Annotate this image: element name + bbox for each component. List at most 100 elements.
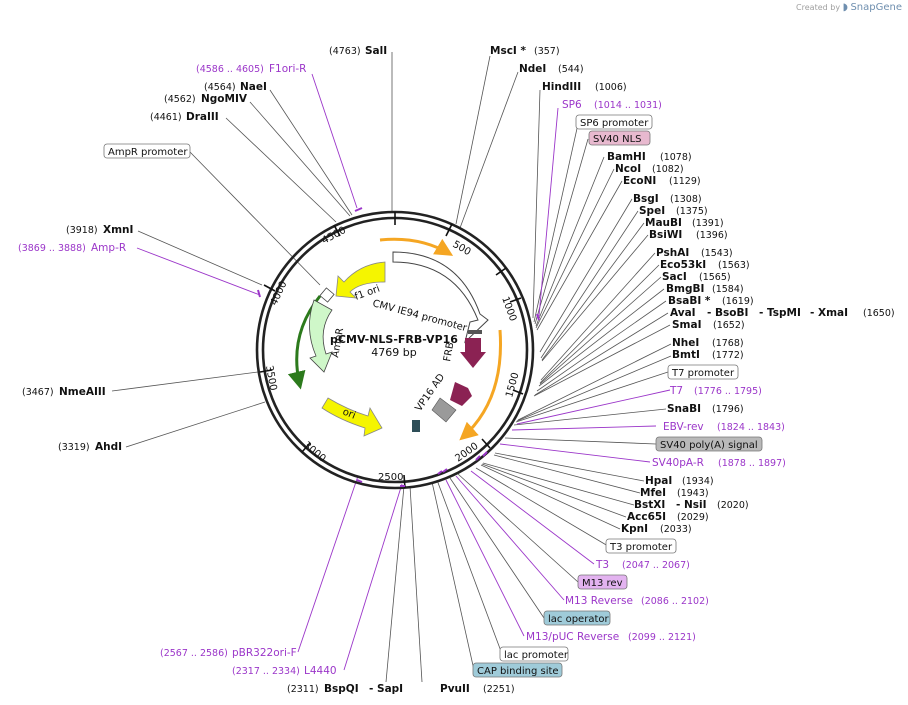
enzyme-ncoi[interactable]: NcoI xyxy=(615,163,641,175)
primer-sv40pa-r[interactable]: SV40pA-R xyxy=(652,457,704,469)
box-sp6-promoter[interactable]: SP6 promoter xyxy=(575,114,653,130)
enzyme-kpni-pos: (2033) xyxy=(660,524,692,535)
enzyme-bamhi-pos: (1078) xyxy=(660,152,692,163)
enzyme-bsobi[interactable]: - BsoBI xyxy=(707,307,748,319)
enzyme-hpai[interactable]: HpaI xyxy=(645,475,672,487)
enzyme-bmti[interactable]: BmtI xyxy=(672,349,700,361)
primer-ebv-rev-range: (1824 .. 1843) xyxy=(717,422,785,433)
enzyme-ncoi-pos: (1082) xyxy=(652,164,684,175)
snapgene-credit: Created by ◗ SnapGene xyxy=(796,2,902,13)
enzyme-xmni[interactable]: XmnI xyxy=(103,224,133,236)
box-t3-promoter-text: T3 promoter xyxy=(609,542,673,553)
enzyme-bmgbi[interactable]: BmgBI xyxy=(666,283,704,295)
enzyme-eco53ki-pos: (1563) xyxy=(718,260,750,271)
primer-m13-puc-reverse[interactable]: M13/pUC Reverse xyxy=(526,631,619,643)
box-t3-promoter[interactable]: T3 promoter xyxy=(605,538,677,554)
enzyme-ndei-pos: (544) xyxy=(558,64,584,75)
orange-arrow-top xyxy=(379,237,454,256)
box-sv40-nls[interactable]: SV40 NLS xyxy=(588,130,651,146)
ori-arrow xyxy=(321,397,383,437)
feature-frb-label: FRB xyxy=(442,341,456,362)
enzyme-ndei[interactable]: NdeI xyxy=(519,63,546,75)
enzyme-xmai[interactable]: - XmaI xyxy=(810,307,848,319)
enzyme-nmeaiii[interactable]: NmeAIII xyxy=(59,386,106,398)
primer-leaders xyxy=(136,73,671,671)
snapgene-logo-icon: ◗ xyxy=(842,2,848,13)
credit-brand: SnapGene xyxy=(850,2,902,13)
ampr-promoter-mark xyxy=(319,287,335,303)
enzyme-snabi[interactable]: SnaBI xyxy=(667,403,701,415)
primer-t3[interactable]: T3 xyxy=(595,559,609,571)
enzyme-bsgi-pos: (1308) xyxy=(670,194,702,205)
enzyme-ahdi[interactable]: AhdI xyxy=(95,441,122,453)
primer-amp-r[interactable]: Amp-R xyxy=(91,242,126,254)
enzyme-bsiwi[interactable]: BsiWI xyxy=(649,229,682,241)
box-lac-promoter[interactable]: lac promoter xyxy=(499,646,569,662)
enzyme-bspqi-pos: (2311) xyxy=(287,684,319,695)
tick-label-3500: 3500 xyxy=(263,365,278,392)
box-cap-binding-site[interactable]: CAP binding site xyxy=(472,662,563,678)
orange-arrow-right xyxy=(459,329,502,441)
enzyme-tspmi[interactable]: - TspMI xyxy=(759,307,801,319)
enzyme-hindiii[interactable]: HindIII xyxy=(542,81,581,93)
enzyme-nsii[interactable]: - NsiI xyxy=(676,499,707,511)
box-ampr-promoter[interactable]: AmpR promoter xyxy=(103,143,191,159)
enzyme-msci[interactable]: MscI * xyxy=(490,45,526,57)
box-lac-operator[interactable]: lac operator xyxy=(543,610,611,626)
enzyme-sali-pos: (4763) xyxy=(329,46,361,57)
enzyme-spei[interactable]: SpeI xyxy=(639,205,665,217)
primer-t7[interactable]: T7 xyxy=(669,385,683,397)
enzyme-xmni-pos: (3918) xyxy=(66,225,98,236)
primer-amp-r-range: (3869 .. 3888) xyxy=(18,243,86,254)
enzyme-kpni[interactable]: KpnI xyxy=(621,523,648,535)
box-cap-binding-site-text: CAP binding site xyxy=(477,666,559,677)
enzyme-draiii[interactable]: DraIII xyxy=(186,111,219,123)
enzyme-saci[interactable]: SacI xyxy=(662,271,687,283)
enzyme-bsiwi-pos: (1396) xyxy=(696,230,728,241)
box-sv40-nls-text: SV40 NLS xyxy=(593,134,642,145)
enzyme-avai[interactable]: AvaI xyxy=(670,307,696,319)
enzyme-bspqi[interactable]: BspQI xyxy=(324,683,359,695)
primer-l4440[interactable]: L4440 xyxy=(304,665,337,677)
box-sv40-polya[interactable]: SV40 poly(A) signal xyxy=(655,436,763,452)
enzyme-sapi[interactable]: - SapI xyxy=(369,683,403,695)
primer-m13-reverse[interactable]: M13 Reverse xyxy=(565,595,633,607)
enzyme-spei-pos: (1375) xyxy=(676,206,708,217)
primer-sp6[interactable]: SP6 xyxy=(562,99,582,111)
enzyme-eco53ki[interactable]: Eco53kI xyxy=(660,259,706,271)
enzyme-naei[interactable]: NaeI xyxy=(240,81,267,93)
enzyme-mfei[interactable]: MfeI xyxy=(640,487,666,499)
enzyme-bsabi-pos: (1619) xyxy=(722,296,754,307)
enzyme-sali[interactable]: SalI xyxy=(365,45,387,57)
box-t7-promoter[interactable]: T7 promoter xyxy=(667,364,739,380)
enzyme-ngomiv[interactable]: NgoMIV xyxy=(201,93,248,105)
primer-m13-puc-reverse-range: (2099 .. 2121) xyxy=(628,632,696,643)
tick-label-4500: 4500 xyxy=(320,225,348,247)
enzyme-pvuii[interactable]: PvuII xyxy=(440,683,470,695)
enzyme-maubi[interactable]: MauBI xyxy=(645,217,682,229)
enzyme-ngomiv-pos: (4562) xyxy=(164,94,196,105)
enzyme-nhei-pos: (1768) xyxy=(712,338,744,349)
enzyme-mfei-pos: (1943) xyxy=(677,488,709,499)
enzyme-acc65i[interactable]: Acc65I xyxy=(627,511,666,523)
enzyme-bsgi[interactable]: BsgI xyxy=(633,193,659,205)
primer-f1ori-r[interactable]: F1ori-R xyxy=(269,63,306,75)
enzyme-bsabi[interactable]: BsaBI * xyxy=(668,295,711,307)
primer-ebv-rev[interactable]: EBV-rev xyxy=(663,421,704,433)
enzyme-acc65i-pos: (2029) xyxy=(677,512,709,523)
primer-pbr322ori-f[interactable]: pBR322ori-F xyxy=(232,647,297,659)
box-sp6-promoter-text: SP6 promoter xyxy=(580,118,649,129)
enzyme-smai[interactable]: SmaI xyxy=(672,319,702,331)
primer-marks xyxy=(257,207,540,487)
f1-ori-arrow xyxy=(335,261,386,299)
box-m13-rev[interactable]: M13 rev xyxy=(577,574,628,590)
enzyme-nhei[interactable]: NheI xyxy=(672,337,699,349)
enzyme-econi[interactable]: EcoNI xyxy=(623,175,656,187)
enzyme-pshai[interactable]: PshAI xyxy=(656,247,689,259)
enzyme-xmai-pos: (1650) xyxy=(863,308,895,319)
plasmid-size: 4769 bp xyxy=(371,346,416,359)
enzyme-econi-pos: (1129) xyxy=(669,176,701,187)
enzyme-bstxi[interactable]: BstXI xyxy=(634,499,665,511)
enzyme-bamhi[interactable]: BamHI xyxy=(607,151,646,163)
